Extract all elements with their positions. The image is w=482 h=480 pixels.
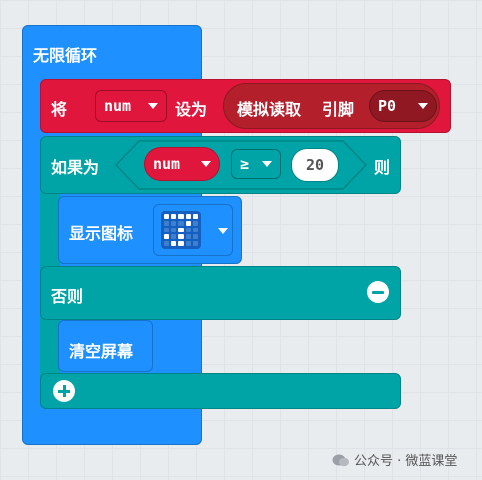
led-pixel [171, 220, 177, 226]
threshold-value: 20 [305, 156, 325, 174]
led-pixel [171, 227, 177, 233]
led-pixel [164, 234, 170, 240]
led-pixel [192, 234, 198, 240]
num-dropdown[interactable]: num [144, 147, 220, 181]
remove-else-icon[interactable] [367, 281, 389, 303]
set-to-label: 设为 [175, 100, 208, 119]
led-pixel [192, 214, 198, 219]
icon-picker[interactable] [153, 204, 233, 256]
led-pixel [185, 234, 191, 240]
led-pixel [192, 227, 198, 233]
led-pixel [192, 241, 198, 246]
if-arm [40, 190, 60, 272]
analog-read-block[interactable]: 模拟读取 引脚 P0 [223, 83, 440, 129]
add-else-if-icon[interactable] [53, 380, 75, 402]
else-block[interactable]: 否则 [40, 266, 401, 320]
wechat-icon [332, 454, 349, 466]
led-pixel [171, 214, 177, 219]
led-pixel [164, 214, 170, 219]
if-label: 如果为 [51, 158, 100, 177]
chevron-down-icon [218, 228, 228, 234]
if-block[interactable]: 如果为 num ≥ 20 则 [40, 136, 401, 194]
pin-label: 引脚 [322, 100, 355, 119]
operator-dropdown[interactable]: ≥ [231, 149, 281, 179]
set-variable-block[interactable]: 将 num 设为 模拟读取 引脚 P0 [40, 79, 451, 133]
led-pixel [171, 234, 177, 240]
show-icon-block[interactable]: 显示图标 [58, 196, 242, 264]
led-pixel [164, 241, 170, 246]
show-icon-label: 显示图标 [69, 224, 134, 243]
led-icon-preview [161, 211, 201, 249]
forever-label: 无限循环 [33, 46, 98, 65]
else-arm [40, 316, 60, 378]
variable-name: num [104, 97, 132, 115]
led-pixel [178, 241, 184, 246]
watermark: 公众号 · 微蓝课堂 [332, 450, 457, 469]
led-pixel [171, 241, 177, 246]
led-pixel [164, 227, 170, 233]
variable-dropdown[interactable]: num [95, 90, 167, 122]
watermark-text: 公众号 · 微蓝课堂 [354, 454, 458, 469]
led-pixel [178, 220, 184, 226]
led-pixel [178, 214, 184, 219]
if-end-block [40, 373, 401, 409]
chevron-down-icon [418, 103, 428, 109]
led-pixel [185, 227, 191, 233]
chevron-down-icon [201, 161, 211, 167]
led-pixel [164, 220, 170, 226]
num-var-label: num [153, 155, 181, 173]
led-pixel [185, 241, 191, 246]
chevron-down-icon [148, 103, 158, 109]
operator-label: ≥ [240, 155, 250, 173]
threshold-input[interactable]: 20 [291, 148, 339, 182]
led-pixel [185, 214, 191, 219]
analog-read-label: 模拟读取 [237, 100, 302, 119]
chevron-down-icon [262, 161, 272, 167]
set-label: 将 [51, 100, 68, 119]
led-pixel [178, 234, 184, 240]
else-label: 否则 [51, 287, 84, 306]
led-pixel [185, 220, 191, 226]
pin-value: P0 [378, 97, 397, 115]
clear-screen-label: 清空屏幕 [69, 342, 134, 361]
then-label: 则 [374, 158, 391, 177]
clear-screen-block[interactable]: 清空屏幕 [58, 320, 153, 372]
led-pixel [192, 220, 198, 226]
led-pixel [178, 227, 184, 233]
pin-dropdown[interactable]: P0 [369, 90, 437, 122]
